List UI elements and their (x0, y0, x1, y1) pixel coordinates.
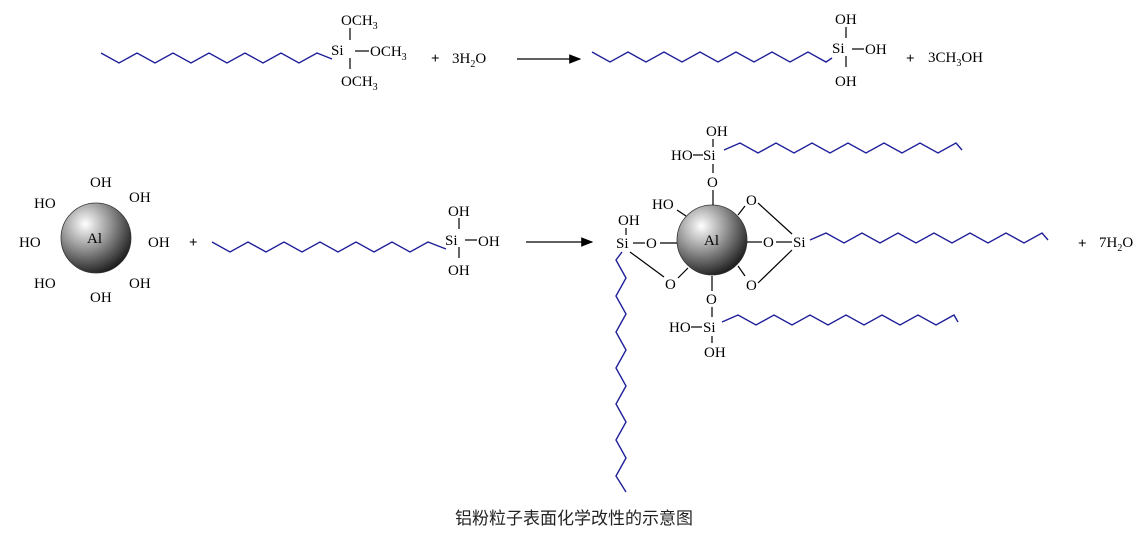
oxygen-label: O (707, 175, 718, 191)
si-atom: Si (703, 148, 716, 164)
plus-sign: + (189, 235, 198, 251)
hydroxyl-label: HO (671, 148, 693, 164)
hydroxyl-bottom: OH (448, 263, 470, 279)
bond (677, 267, 689, 279)
particle-hydroxyl: OH (90, 175, 112, 191)
figure-caption: 铝粉粒子表面化学改性的示意图 (455, 509, 693, 529)
hydroxyl-right: OH (865, 42, 887, 58)
water-byproduct: 7H2O (1099, 235, 1133, 254)
alkyl-chain-bottom (721, 314, 959, 326)
alkyl-chain-r1-product (591, 51, 833, 63)
plus-sign: + (906, 51, 915, 67)
bond (676, 209, 687, 217)
methoxy-right: OCH3 (370, 44, 407, 63)
plus-sign: + (431, 51, 440, 67)
oxygen-label: O (646, 236, 657, 252)
bond (737, 265, 746, 277)
bond (737, 205, 746, 216)
si-atom: Si (331, 43, 344, 59)
aluminum-particle (60, 202, 132, 274)
particle-hydroxyl: OH (148, 235, 170, 251)
oxygen-label: O (746, 278, 757, 294)
hydroxyl-label: OH (706, 124, 728, 140)
hydroxyl-top: OH (448, 204, 470, 220)
hydroxyl-top: OH (835, 12, 857, 28)
particle-hydroxyl: OH (129, 190, 151, 206)
aluminum-label: Al (87, 231, 102, 247)
methoxy-top: OCH3 (341, 13, 378, 32)
alkyl-chain-silanol (211, 241, 447, 253)
bond (757, 202, 793, 235)
oxygen-label: O (763, 235, 774, 251)
si-atom: Si (616, 236, 629, 252)
oxygen-label: O (746, 193, 757, 209)
modified-aluminum-particle (676, 204, 748, 276)
si-atom: Si (832, 41, 845, 57)
oxygen-label: O (706, 292, 717, 308)
alkyl-chain-top (723, 142, 963, 154)
particle-hydroxyl: OH (129, 276, 151, 292)
particle-hydroxyl: HO (19, 235, 41, 251)
reaction2-reactants: Al OH OH HO OH HO OH HO OH + Si OH OH OH (19, 175, 594, 306)
hydroxyl-right: OH (478, 234, 500, 250)
hydroxyl-label: OH (618, 213, 640, 229)
particle-hydroxyl: OH (90, 290, 112, 306)
methanol-product: 3CH3OH (928, 50, 983, 69)
si-atom: Si (445, 233, 458, 249)
methoxy-bottom: OCH3 (341, 74, 378, 93)
hydroxyl-label: OH (704, 345, 726, 361)
aluminum-label: Al (704, 233, 719, 249)
water-reagent: 3H2O (452, 51, 486, 70)
hydroxyl-bottom: OH (835, 74, 857, 90)
alkyl-chain-right (809, 232, 1049, 244)
plus-sign: + (1078, 236, 1087, 252)
reaction1: Si OCH3 OCH3 OCH3 + 3H2O Si OH OH OH + 3… (100, 12, 983, 93)
si-atom: Si (703, 320, 716, 336)
oxygen-label: O (665, 277, 676, 293)
bond (757, 249, 793, 284)
alkyl-chain-r1-reactant (100, 52, 333, 64)
particle-hydroxyl: HO (34, 196, 56, 212)
hydroxyl-label: HO (669, 320, 691, 336)
si-atom: Si (793, 235, 806, 251)
reaction2-product: Al OH HO Si O HO O O O Si OH Si O O (615, 124, 1133, 493)
particle-hydroxyl: HO (34, 276, 56, 292)
alkyl-chain-left (615, 251, 627, 493)
bond (629, 251, 665, 278)
hydroxyl-label: HO (652, 197, 674, 213)
